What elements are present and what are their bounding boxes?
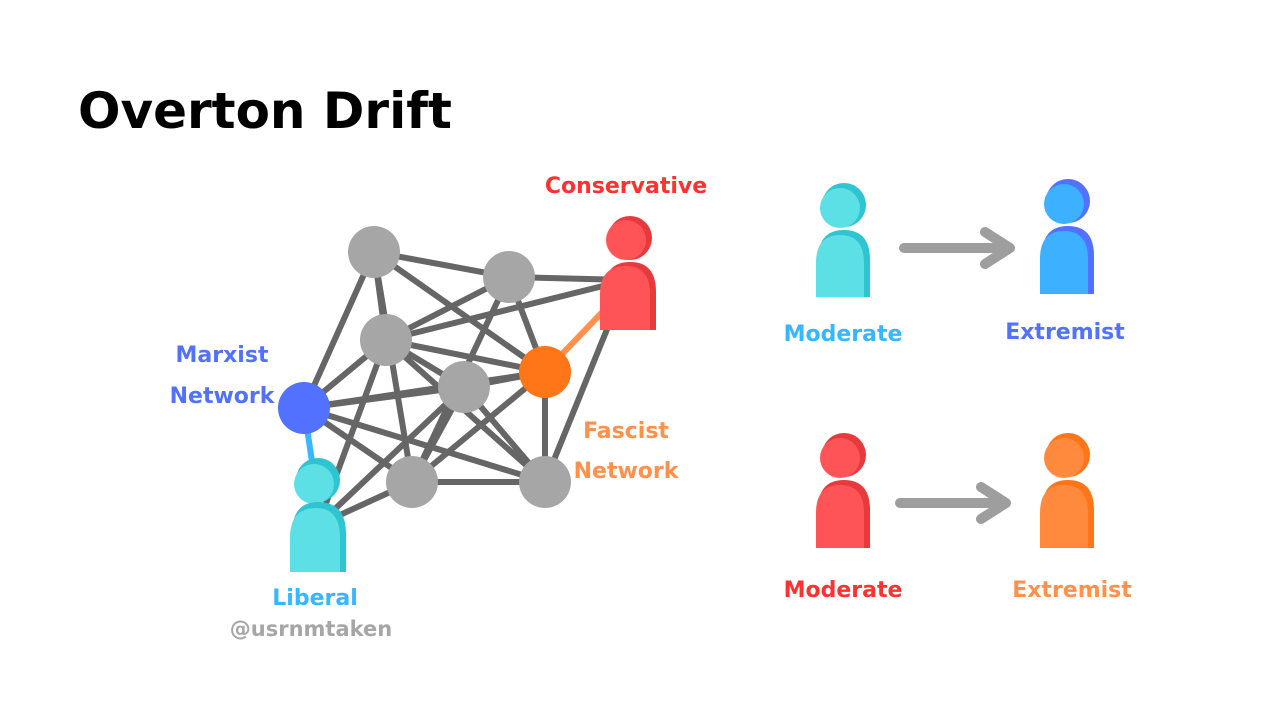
author-credit: @usrnmtaken bbox=[230, 617, 392, 641]
extremist-label: Extremist bbox=[1012, 578, 1132, 603]
page-title: Overton Drift bbox=[78, 82, 452, 140]
network-node bbox=[438, 361, 490, 413]
fascist-label-line1: Fascist bbox=[583, 419, 669, 444]
conservative-person-icon bbox=[600, 216, 656, 330]
network-edge bbox=[315, 384, 467, 528]
network-node bbox=[519, 456, 571, 508]
marxist-label-line1: Marxist bbox=[176, 343, 269, 368]
network-node bbox=[386, 456, 438, 508]
liberal-label: Liberal bbox=[272, 586, 357, 611]
extremist-label: Extremist bbox=[1005, 320, 1125, 345]
marxist-label-line2: Network bbox=[170, 384, 276, 409]
moderate-label: Moderate bbox=[784, 578, 903, 603]
network-node bbox=[360, 314, 412, 366]
network-nodes bbox=[278, 226, 571, 508]
drift-arrow-icon bbox=[895, 482, 1011, 524]
fascist-node bbox=[519, 346, 571, 398]
extremist-person-icon bbox=[1040, 433, 1094, 548]
network-edge bbox=[301, 405, 548, 485]
marxist-node bbox=[278, 382, 330, 434]
conservative-label: Conservative bbox=[545, 174, 707, 199]
fascist-label-line2: Network bbox=[574, 459, 680, 484]
network-node bbox=[483, 251, 535, 303]
network-edge bbox=[371, 249, 415, 485]
moderate-label: Moderate bbox=[784, 322, 903, 347]
drift-row-2: Moderate Extremist bbox=[784, 433, 1132, 603]
network-node bbox=[348, 226, 400, 278]
network-edge bbox=[409, 369, 548, 485]
network-edge bbox=[301, 249, 377, 411]
moderate-person-icon bbox=[816, 183, 870, 297]
network-edge bbox=[371, 249, 548, 375]
moderate-person-icon bbox=[816, 433, 870, 548]
drift-arrow-icon bbox=[899, 227, 1015, 269]
extremist-person-icon bbox=[1040, 179, 1094, 294]
drift-row-1: Moderate Extremist bbox=[784, 179, 1125, 347]
network-edge bbox=[383, 337, 548, 375]
liberal-person-icon bbox=[290, 458, 346, 572]
network-edge bbox=[383, 277, 630, 343]
